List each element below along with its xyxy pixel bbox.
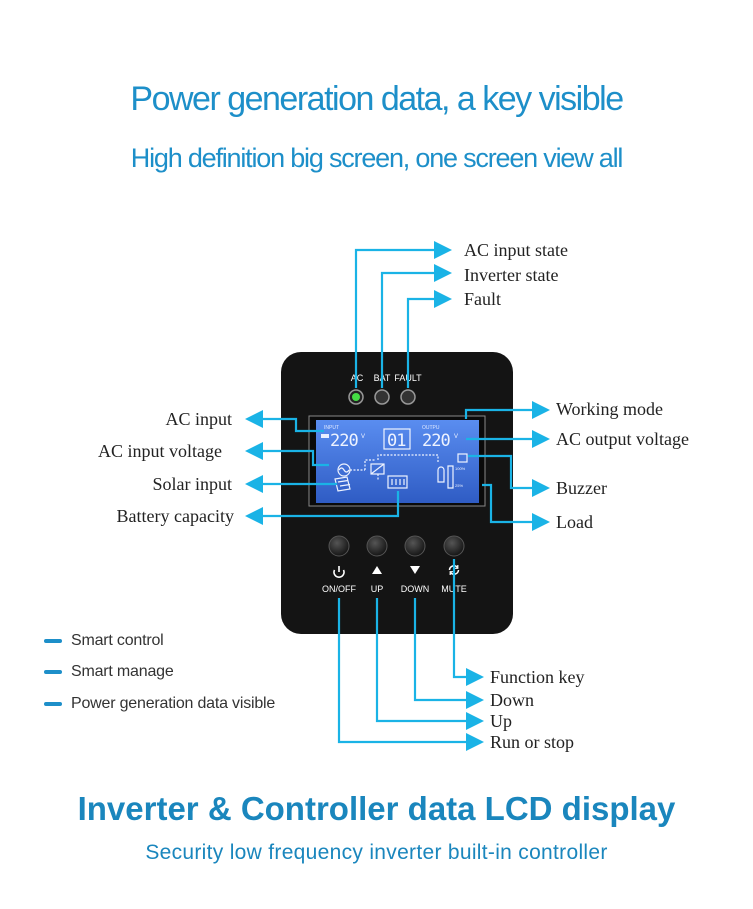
- callout-up: Up: [490, 711, 512, 731]
- page-subtitle: High definition big screen, one screen v…: [130, 143, 624, 173]
- feature-item: Smart control: [44, 631, 164, 651]
- battery-icon: [387, 475, 408, 489]
- lcd-output-voltage: 220: [422, 431, 450, 451]
- feature-label: Smart control: [71, 632, 164, 649]
- callout-run-or-stop: Run or stop: [490, 732, 574, 752]
- callout-buzzer: Buzzer: [556, 478, 607, 498]
- power-button[interactable]: [328, 535, 350, 557]
- callout-load: Load: [556, 512, 593, 532]
- sine-wave-icon: [338, 467, 350, 473]
- feature-item: Smart manage: [44, 662, 174, 682]
- callout-down: Down: [490, 690, 534, 710]
- callout-battery-capacity: Battery capacity: [117, 506, 234, 526]
- feature-label: Smart manage: [71, 663, 174, 680]
- solar-panel-icon: [334, 476, 351, 492]
- lcd-input-icon: [321, 434, 329, 438]
- fault-led: [400, 389, 416, 405]
- mute-button[interactable]: [443, 535, 465, 557]
- refresh-icon: [448, 565, 460, 575]
- lcd-mode-value: 01: [387, 431, 406, 451]
- page-title: Power generation data, a key visible: [130, 80, 624, 118]
- load-100-icon: 100%: [455, 466, 466, 471]
- lcd-input-voltage: 220: [330, 431, 358, 451]
- callout-fault: Fault: [464, 289, 501, 309]
- callout-working-mode: Working mode: [556, 399, 663, 419]
- bat-led: [374, 389, 390, 405]
- lcd-mode-box: [383, 428, 411, 450]
- flow-line-2-icon: [377, 454, 439, 481]
- load-25-icon: 25%: [455, 483, 463, 488]
- arrowheads: [245, 241, 550, 751]
- callout-function-key: Function key: [490, 667, 585, 687]
- lcd-input-tag: INPUT: [324, 425, 339, 431]
- feature-label: Power generation data visible: [71, 695, 276, 712]
- callout-ac-input-state: AC input state: [464, 240, 568, 260]
- bullet-dash-icon: [44, 639, 62, 643]
- down-button-label: DOWN: [401, 584, 430, 594]
- callout-ac-input: AC input: [165, 409, 232, 429]
- bullet-dash-icon: [44, 702, 62, 706]
- callout-inverter-state: Inverter state: [464, 265, 558, 285]
- up-button[interactable]: [366, 535, 388, 557]
- feature-item: Power generation data visible: [44, 694, 275, 714]
- power-button-label: ON/OFF: [322, 584, 356, 594]
- flow-line-icon: [350, 459, 375, 471]
- load-bar-icon: [447, 465, 454, 489]
- callout-ac-input-voltage: AC input voltage: [98, 441, 222, 461]
- inverter-diagonal-icon: [370, 463, 385, 475]
- lcd-output-tag: OUTPU: [422, 425, 440, 431]
- lcd-screen: [316, 420, 479, 503]
- bullet-dash-icon: [44, 670, 62, 674]
- footer-title: Inverter & Controller data LCD display: [77, 790, 676, 827]
- down-button[interactable]: [404, 535, 426, 557]
- buzzer-icon: [457, 453, 468, 463]
- lcd-output-unit: V: [454, 434, 458, 440]
- bulb-icon: [437, 466, 445, 483]
- triangle-down-icon: [410, 566, 420, 574]
- indicator-label-ac: AC: [351, 373, 364, 383]
- up-button-label: UP: [371, 584, 384, 594]
- footer-subtitle: Security low frequency inverter built-in…: [145, 841, 608, 864]
- battery-bars-icon: [391, 479, 405, 485]
- callout-ac-output-voltage: AC output voltage: [556, 429, 689, 449]
- triangle-up-icon: [372, 566, 382, 574]
- lcd-input-unit: V: [361, 434, 365, 440]
- ac-led-light: [352, 393, 360, 401]
- power-icon: [333, 566, 345, 578]
- callout-solar-input: Solar input: [153, 474, 233, 494]
